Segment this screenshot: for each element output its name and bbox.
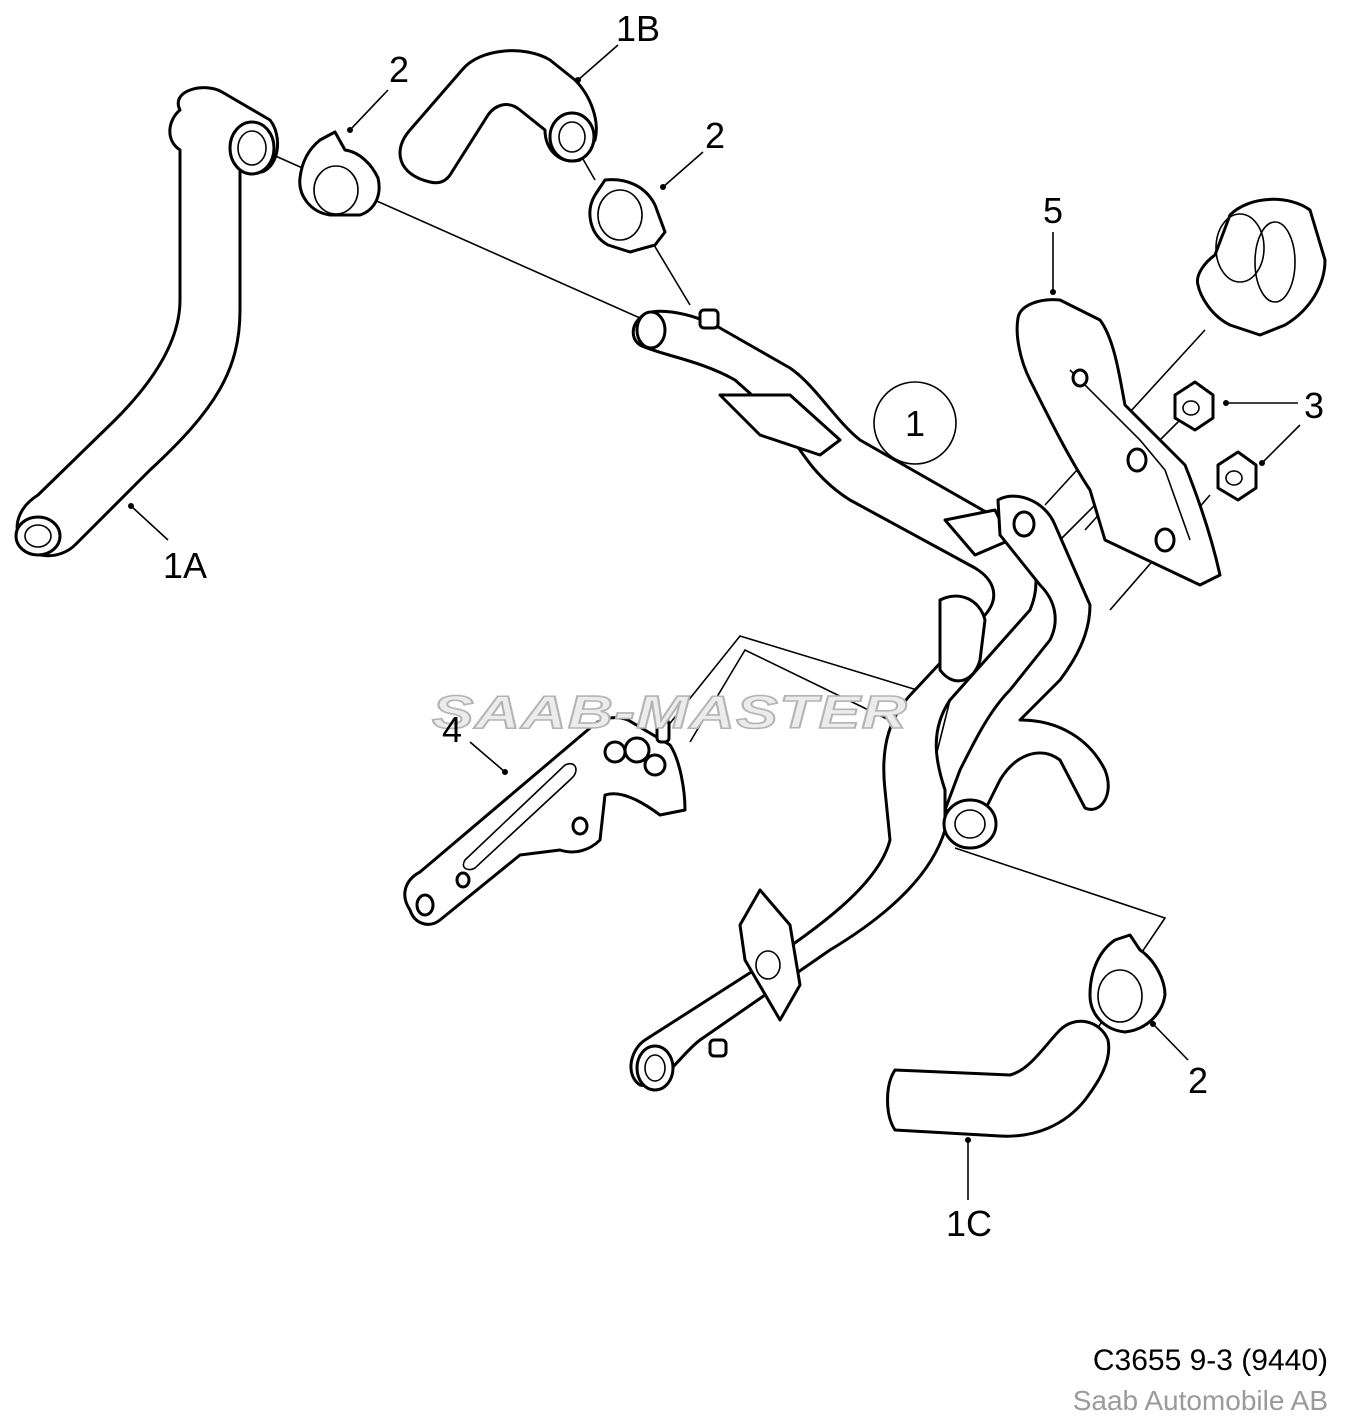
label-part-5: 5	[1043, 190, 1063, 231]
hose-clamp-top-left	[298, 130, 381, 217]
label-part-1c: 1C	[946, 1203, 992, 1244]
grommet	[1195, 197, 1327, 337]
label-part-1b: 1B	[616, 8, 660, 49]
part-labels: 1 1A 1B 1C 2 2 2 3 4 5	[163, 8, 1324, 1244]
nut-3-lower	[1216, 450, 1258, 502]
bracket-5	[1015, 298, 1222, 587]
hose-clamp-top-right	[588, 178, 667, 254]
label-part-4: 4	[442, 709, 462, 750]
label-part-2-top-right: 2	[705, 115, 725, 156]
watermark-text: SAAB-MASTER	[432, 686, 908, 738]
drawing-code: C3655 9-3 (9440)	[1093, 1344, 1328, 1377]
label-part-2-bottom: 2	[1188, 1060, 1208, 1101]
hose-clamp-bottom	[1088, 933, 1167, 1034]
coolant-pipe-main	[629, 308, 1110, 1092]
label-part-1a: 1A	[163, 545, 207, 586]
hose-1c	[886, 1019, 1111, 1138]
label-part-2-top-left: 2	[389, 49, 409, 90]
label-part-1: 1	[905, 403, 925, 444]
hose-1a	[14, 86, 280, 558]
bracket-4	[403, 716, 687, 926]
nut-3-upper	[1173, 380, 1215, 432]
callout-leaders	[130, 44, 1301, 1200]
callout-circle-1	[873, 381, 957, 465]
label-part-3: 3	[1304, 385, 1324, 426]
copyright-text: Saab Automobile AB	[1073, 1385, 1328, 1416]
hose-1b	[398, 49, 598, 185]
